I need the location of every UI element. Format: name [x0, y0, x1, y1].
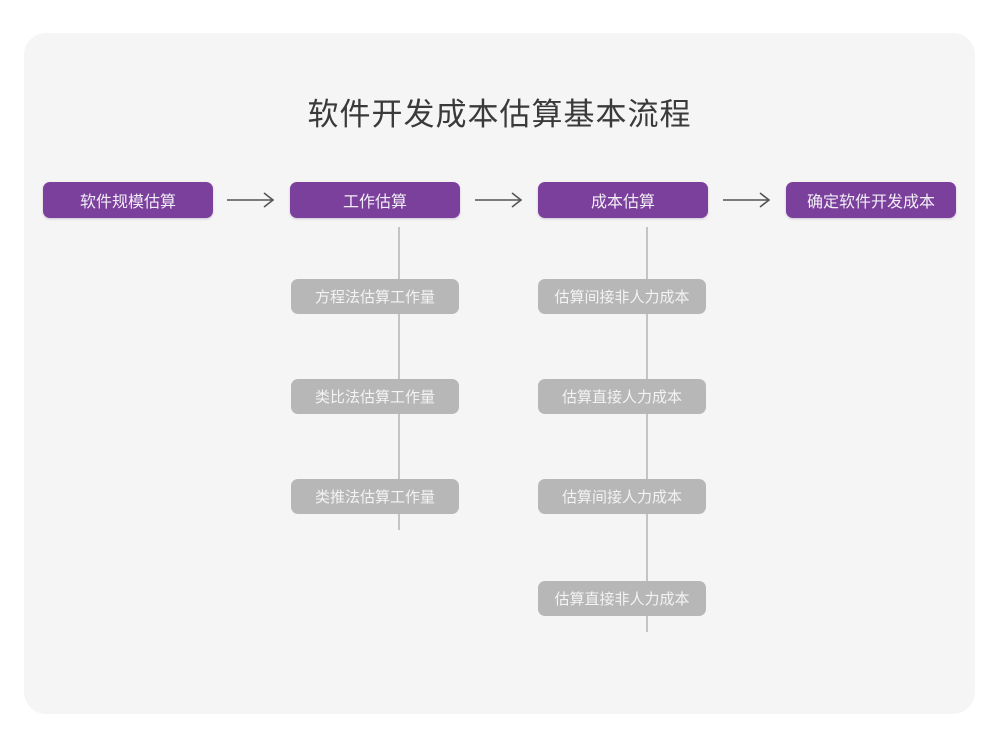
step-label: 确定软件开发成本 [806, 194, 935, 211]
step-box-software-scale-estimation[interactable]: 软件规模估算 [43, 182, 213, 218]
branch-label: 类推法估算工作量 [314, 489, 435, 506]
connector-line-branch-2 [646, 227, 648, 632]
branch-box-analogy-method-effort[interactable]: 类比法估算工作量 [291, 379, 459, 414]
step-box-cost-estimation[interactable]: 成本估算 [538, 182, 708, 218]
arrow-right-icon-2 [474, 191, 526, 209]
branch-label: 估算直接非人力成本 [554, 591, 690, 608]
branch-box-equation-method-effort[interactable]: 方程法估算工作量 [291, 279, 459, 314]
step-label: 成本估算 [590, 194, 655, 211]
arrow-right-icon-3 [722, 191, 774, 209]
branch-box-indirect-nonlabor-cost[interactable]: 估算间接非人力成本 [538, 279, 706, 314]
branch-label: 类比法估算工作量 [314, 389, 435, 406]
step-label: 软件规模估算 [79, 194, 176, 211]
arrow-right-icon-1 [226, 191, 278, 209]
branch-label: 估算间接非人力成本 [554, 289, 690, 306]
step-box-determine-development-cost[interactable]: 确定软件开发成本 [786, 182, 956, 218]
step-label: 工作估算 [342, 194, 407, 211]
branch-label: 估算直接人力成本 [561, 389, 682, 406]
diagram-card: 软件开发成本估算基本流程 软件规模估算 工作估算 成本估算 确定软件开发成本 [24, 33, 975, 714]
step-box-effort-estimation[interactable]: 工作估算 [290, 182, 460, 218]
branch-box-analogue-method-effort[interactable]: 类推法估算工作量 [291, 479, 459, 514]
branch-box-direct-labor-cost[interactable]: 估算直接人力成本 [538, 379, 706, 414]
connector-line-branch-1 [398, 227, 400, 530]
branch-label: 估算间接人力成本 [561, 489, 682, 506]
page-title: 软件开发成本估算基本流程 [307, 97, 692, 132]
branch-label: 方程法估算工作量 [314, 289, 435, 306]
branch-box-direct-nonlabor-cost[interactable]: 估算直接非人力成本 [538, 581, 706, 616]
branch-box-indirect-labor-cost[interactable]: 估算间接人力成本 [538, 479, 706, 514]
